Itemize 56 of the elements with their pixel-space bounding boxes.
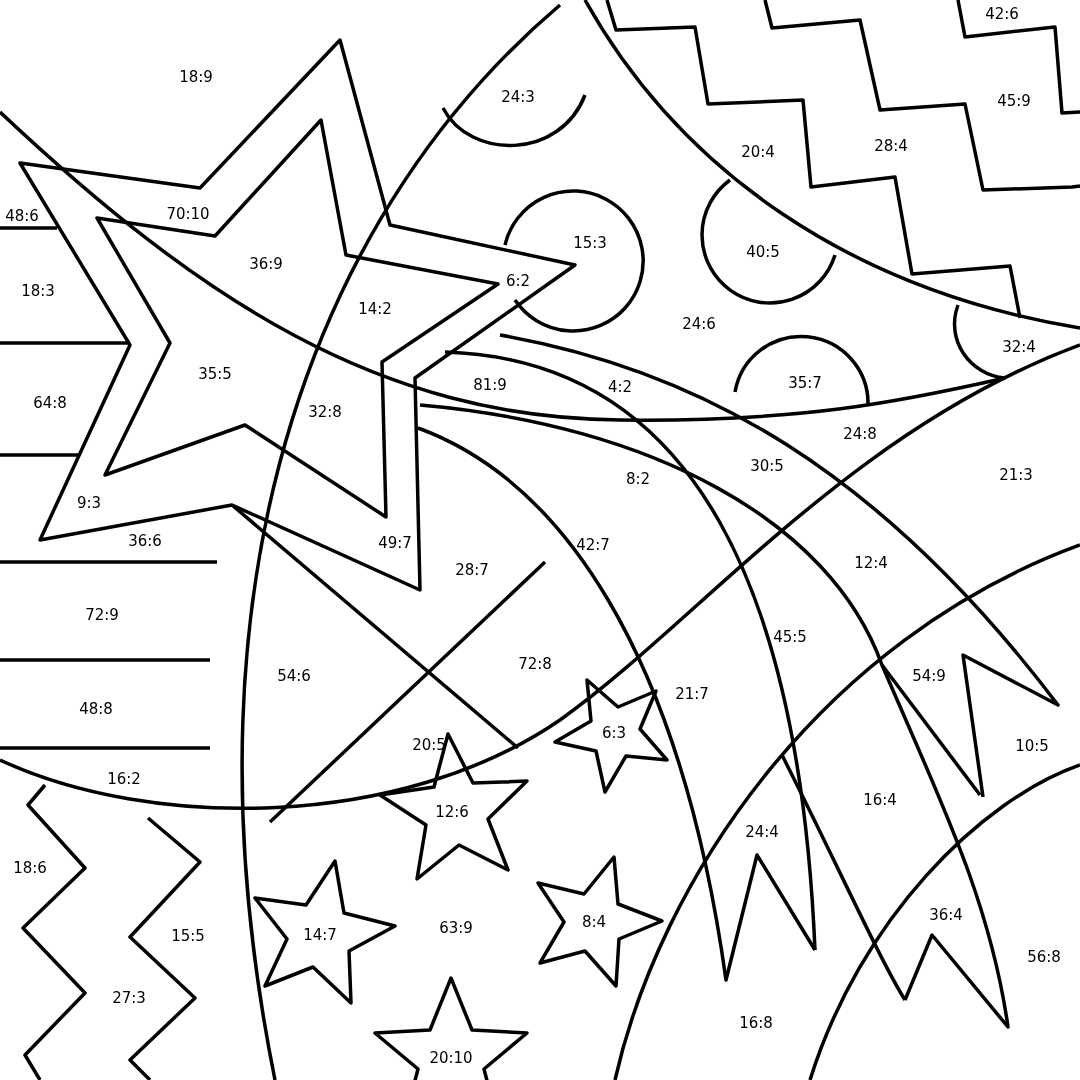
division-problem: 28:4 xyxy=(874,138,908,154)
division-problem: 14:7 xyxy=(303,927,337,943)
division-problem: 18:9 xyxy=(179,69,213,85)
division-problem: 42:6 xyxy=(985,6,1019,22)
division-problem: 8:2 xyxy=(625,471,651,487)
division-problem: 42:7 xyxy=(576,537,610,553)
division-problem: 45:9 xyxy=(997,93,1031,109)
division-problem: 20:4 xyxy=(741,144,775,160)
division-problem: 48:6 xyxy=(5,208,39,224)
division-problem: 24:6 xyxy=(682,316,716,332)
division-problem: 15:3 xyxy=(573,235,607,251)
division-problem: 24:3 xyxy=(501,89,535,105)
division-problem: 54:6 xyxy=(277,668,311,684)
division-problem: 35:5 xyxy=(198,366,232,382)
division-problem: 56:8 xyxy=(1027,949,1061,965)
division-problem: 30:5 xyxy=(750,458,784,474)
division-problem: 24:8 xyxy=(843,426,877,442)
division-problem: 36:9 xyxy=(249,256,283,272)
division-problem: 45:5 xyxy=(773,629,807,645)
division-problem: 63:9 xyxy=(439,920,473,936)
division-problem: 81:9 xyxy=(473,377,507,393)
division-problem: 48:8 xyxy=(79,701,113,717)
division-problem: 24:4 xyxy=(745,824,779,840)
division-problem: 8:4 xyxy=(581,914,607,930)
division-problem: 36:4 xyxy=(929,907,963,923)
division-problem: 70:10 xyxy=(166,206,210,222)
division-problem: 6:3 xyxy=(601,725,627,741)
division-problem: 16:8 xyxy=(739,1015,773,1031)
division-problem: 54:9 xyxy=(912,668,946,684)
division-problem: 15:5 xyxy=(171,928,205,944)
division-problem: 72:9 xyxy=(85,607,119,623)
division-problem: 40:5 xyxy=(746,244,780,260)
division-problem: 12:6 xyxy=(435,804,469,820)
division-problem: 14:2 xyxy=(358,301,392,317)
division-problem: 4:2 xyxy=(607,379,633,395)
division-problem: 18:6 xyxy=(13,860,47,876)
division-problem: 35:7 xyxy=(788,375,822,391)
division-problem: 16:2 xyxy=(107,771,141,787)
division-problem: 21:7 xyxy=(675,686,709,702)
division-problem: 20:10 xyxy=(429,1050,473,1066)
division-problem: 28:7 xyxy=(455,562,489,578)
division-problem: 36:6 xyxy=(128,533,162,549)
division-problem: 6:2 xyxy=(505,273,531,289)
division-problem: 12:4 xyxy=(854,555,888,571)
division-problem: 20:5 xyxy=(412,737,446,753)
division-problem: 16:4 xyxy=(863,792,897,808)
division-problem: 49:7 xyxy=(378,535,412,551)
division-problem: 21:3 xyxy=(999,467,1033,483)
division-problem: 9:3 xyxy=(76,495,102,511)
division-problem: 18:3 xyxy=(21,283,55,299)
division-problem: 32:8 xyxy=(308,404,342,420)
division-problem: 10:5 xyxy=(1015,738,1049,754)
division-problem: 27:3 xyxy=(112,990,146,1006)
division-problem: 72:8 xyxy=(518,656,552,672)
division-problem: 64:8 xyxy=(33,395,67,411)
division-problem: 32:4 xyxy=(1002,339,1036,355)
